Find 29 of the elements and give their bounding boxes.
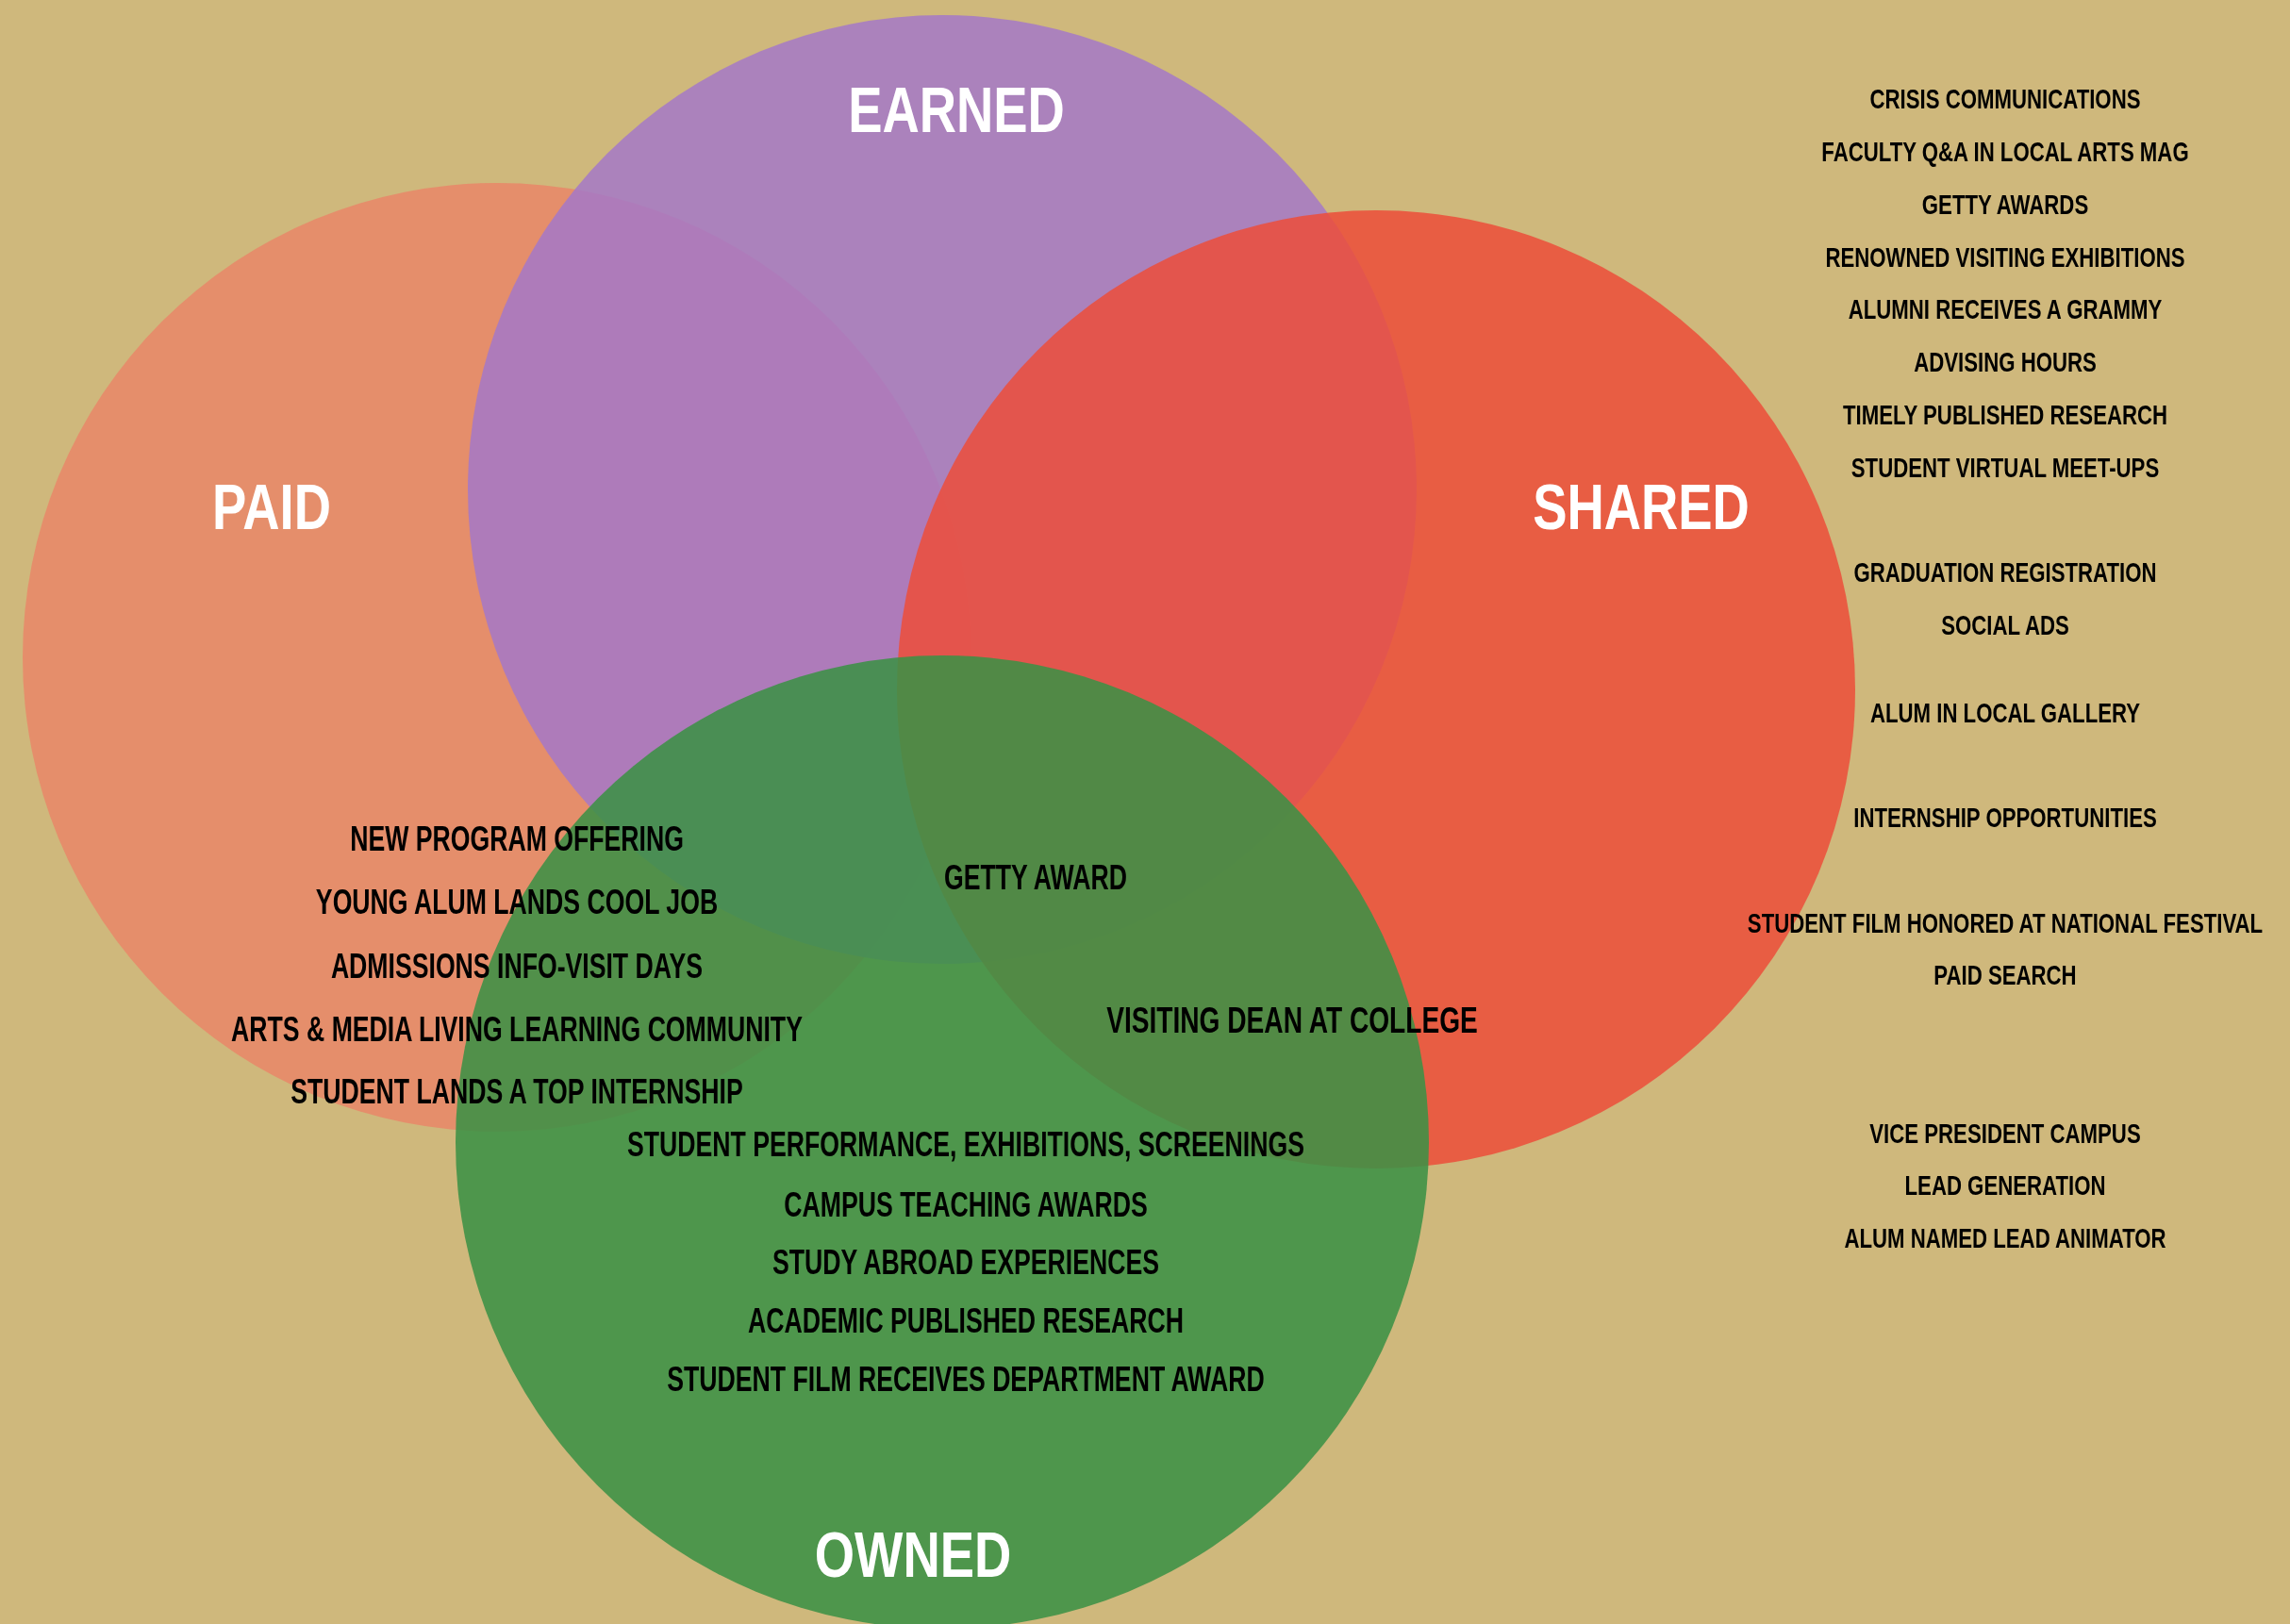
item-label: ADVISING HOURS [1914,346,2097,378]
circle-title: PAID [212,471,331,543]
item-label: ALUM IN LOCAL GALLERY [1870,696,2141,729]
circle-title: EARNED [848,74,1065,146]
item-label: INTERNSHIP OPPORTUNITIES [1853,802,2157,835]
circle-title: OWNED [814,1518,1012,1591]
item-label: ALUM NAMED LEAD ANIMATOR [1844,1222,2166,1255]
item-label: ALUMNI RECEIVES A GRAMMY [1848,293,2163,326]
item-label: PAID SEARCH [1933,959,2077,992]
item-label: STUDENT FILM RECEIVES DEPARTMENT AWARD [666,1360,1265,1400]
item-label: GETTY AWARD [943,857,1127,898]
item-label: FACULTY Q&A IN LOCAL ARTS MAG [1821,136,2189,169]
item-label: GRADUATION REGISTRATION [1853,556,2157,588]
item-label: STUDY ABROAD EXPERIENCES [772,1243,1159,1284]
item-label: STUDENT VIRTUAL MEET-UPS [1850,451,2160,484]
item-label: VICE PRESIDENT CAMPUS [1869,1117,2141,1150]
item-label: STUDENT FILM HONORED AT NATIONAL FESTIVAL [1747,906,2264,939]
item-label: ACADEMIC PUBLISHED RESEARCH [747,1301,1184,1342]
circle-title: SHARED [1533,471,1750,543]
item-label: CAMPUS TEACHING AWARDS [783,1185,1148,1225]
item-label: SOCIAL ADS [1941,608,2069,641]
item-label: GETTY AWARDS [1921,188,2089,221]
item-label: ADMISSIONS INFO-VISIT DAYS [331,947,704,987]
item-label: TIMELY PUBLISHED RESEARCH [1843,398,2168,431]
item-label: LEAD GENERATION [1904,1169,2106,1202]
item-label: RENOWNED VISITING EXHIBITIONS [1825,240,2185,273]
item-label: STUDENT PERFORMANCE, EXHIBITIONS, SCREENINGS [626,1125,1304,1165]
item-label: VISITING DEAN AT COLLEGE [1106,1000,1479,1041]
item-label: CRISIS COMMUNICATIONS [1869,83,2141,116]
